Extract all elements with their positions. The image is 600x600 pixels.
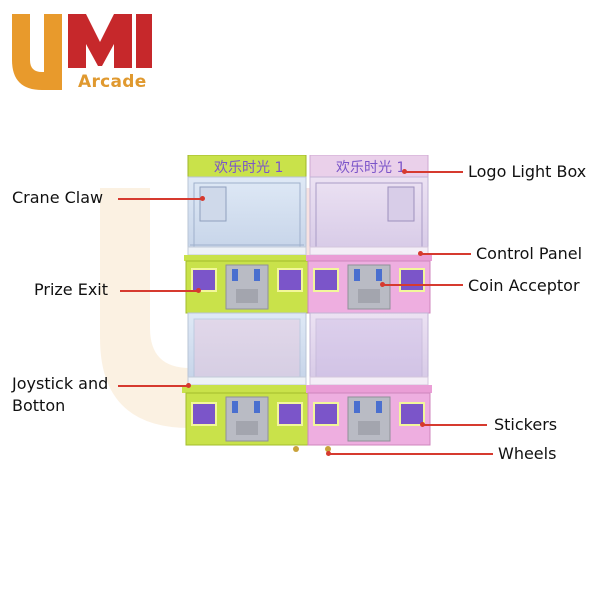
- green-sign-text: 欢乐时光 1: [214, 160, 283, 176]
- label-coin-acceptor: Coin Acceptor: [468, 276, 580, 295]
- label-wheels: Wheels: [498, 444, 557, 463]
- label-joystick-line2: Botton: [12, 396, 66, 415]
- leader-logo-light-box: [405, 171, 463, 173]
- leader-prize-exit: [120, 290, 198, 292]
- leader-crane-claw: [118, 198, 202, 200]
- label-joystick-line1: Joystick and: [12, 374, 109, 393]
- umi-arcade-logo: Arcade: [8, 8, 158, 98]
- label-stickers: Stickers: [494, 415, 558, 434]
- dot-prize-exit: [196, 288, 201, 293]
- dot-wheels: [326, 451, 331, 456]
- label-logo-light-box: Logo Light Box: [468, 162, 587, 181]
- label-control-panel: Control Panel: [476, 244, 583, 263]
- dot-coin-acceptor: [380, 282, 385, 287]
- umi-logo-mark: [12, 14, 152, 90]
- dot-control-panel: [418, 251, 423, 256]
- label-prize-exit: Prize Exit: [34, 280, 109, 299]
- claw-machines-illustration: 欢乐时光 1 欢乐时光 1: [182, 155, 432, 452]
- leader-coin-acceptor: [383, 284, 463, 286]
- leader-joystick: [118, 385, 188, 387]
- pink-sign-text: 欢乐时光 1: [336, 160, 405, 176]
- green-machine: 欢乐时光 1: [182, 155, 312, 452]
- dot-logo-light-box: [402, 169, 407, 174]
- dot-crane-claw: [200, 196, 205, 201]
- dot-joystick: [186, 383, 191, 388]
- leader-stickers: [423, 424, 487, 426]
- leader-wheels: [329, 453, 493, 455]
- logo-subtitle: Arcade: [78, 72, 147, 92]
- dot-stickers: [420, 422, 425, 427]
- label-crane-claw: Crane Claw: [12, 188, 104, 207]
- pink-machine: 欢乐时光 1: [306, 155, 432, 452]
- leader-control-panel: [421, 253, 471, 255]
